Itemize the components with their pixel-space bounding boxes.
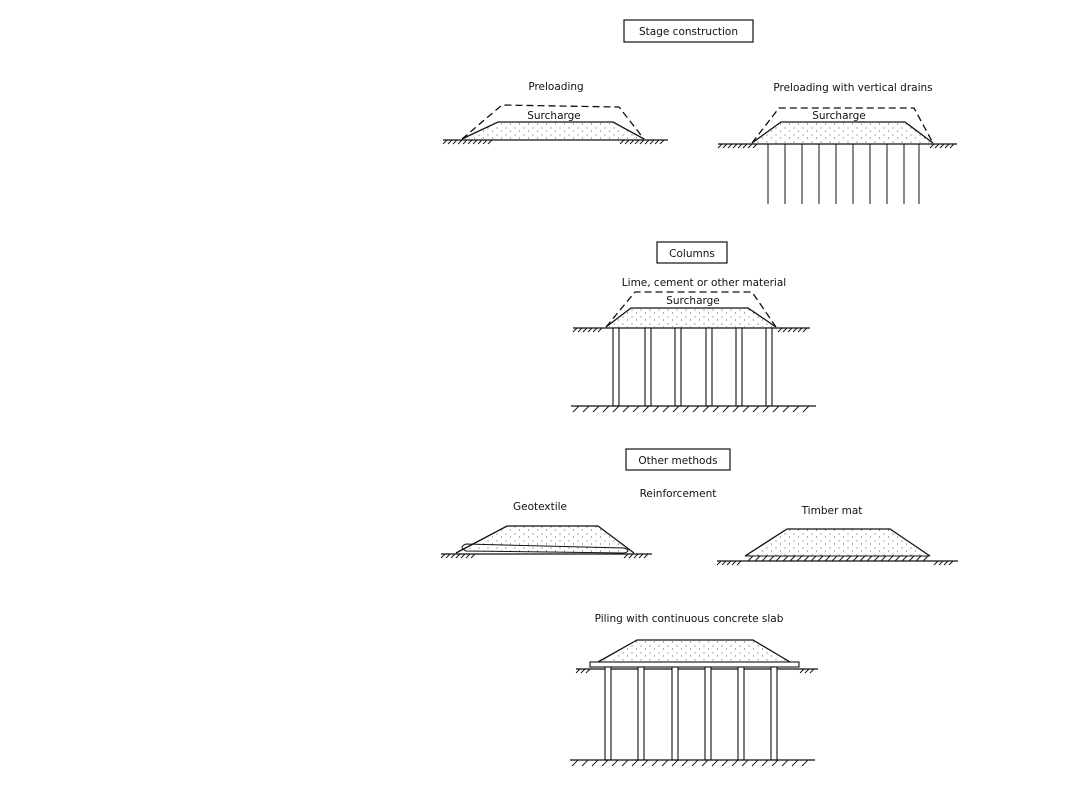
geotextile-ground-hatching	[440, 553, 649, 559]
columns-surcharge-outline	[605, 291, 777, 328]
geotextile-embankment	[455, 525, 635, 554]
columns-piles	[612, 327, 773, 407]
concrete-slab	[589, 661, 800, 668]
timber-mat-label: Timber mat	[801, 505, 863, 517]
geotextile-diagram: Geotextile	[440, 501, 652, 559]
preloading-surcharge-outline	[461, 104, 645, 140]
preloading-label: Preloading	[528, 81, 583, 93]
timber-mat-ground-hatching	[716, 560, 954, 566]
preloading-drains-label: Preloading with vertical drains	[773, 82, 932, 94]
stage-construction-heading: Stage construction	[639, 26, 738, 38]
columns-heading-box: Columns	[656, 241, 728, 264]
drains-embankment	[751, 121, 934, 144]
piling-slab-diagram: Piling with continuous concrete slab	[570, 613, 818, 767]
columns-heading: Columns	[669, 248, 715, 260]
preloading-surcharge-label: Surcharge	[527, 110, 581, 122]
other-methods-heading: Other methods	[638, 455, 717, 467]
geotextile-wrap	[461, 543, 629, 554]
drains-surcharge-label: Surcharge	[812, 110, 866, 122]
timber-mat-embankment	[744, 528, 931, 557]
reinforcement-label: Reinforcement	[640, 488, 717, 500]
piling-slab-label: Piling with continuous concrete slab	[595, 613, 784, 625]
piling-ground-hatching	[575, 668, 815, 674]
columns-embankment	[605, 307, 777, 328]
columns-surcharge-label: Surcharge	[666, 295, 720, 307]
preloading-drains-diagram: Preloading with vertical drains Surcharg…	[717, 82, 957, 204]
preloading-ground-hatching	[442, 139, 665, 145]
columns-firm-stratum-hatching	[572, 405, 810, 413]
preloading-embankment	[461, 121, 645, 140]
other-methods-heading-box: Other methods	[625, 448, 731, 471]
lime-cement-label: Lime, cement or other material	[622, 277, 786, 289]
drains-surcharge-outline	[751, 107, 934, 144]
timber-mat-diagram: Timber mat	[716, 505, 958, 566]
geotextile-label: Geotextile	[513, 501, 567, 513]
piling-embankment	[597, 639, 791, 663]
columns-section: Columns Lime, cement or other material S…	[571, 241, 816, 413]
stage-construction-heading-box: Stage construction	[623, 19, 754, 43]
piling-firm-stratum-hatching	[571, 759, 809, 767]
vertical-drains	[767, 144, 920, 204]
piles	[604, 666, 778, 761]
stage-construction-section: Stage construction Preloading Surcharge …	[442, 19, 957, 204]
timber-mat-layer	[745, 555, 930, 562]
drains-ground-hatching	[717, 143, 955, 149]
other-methods-section: Other methods Reinforcement Geotextile T…	[440, 448, 958, 566]
preloading-diagram: Preloading Surcharge	[442, 81, 668, 145]
columns-ground-hatching	[572, 327, 808, 333]
